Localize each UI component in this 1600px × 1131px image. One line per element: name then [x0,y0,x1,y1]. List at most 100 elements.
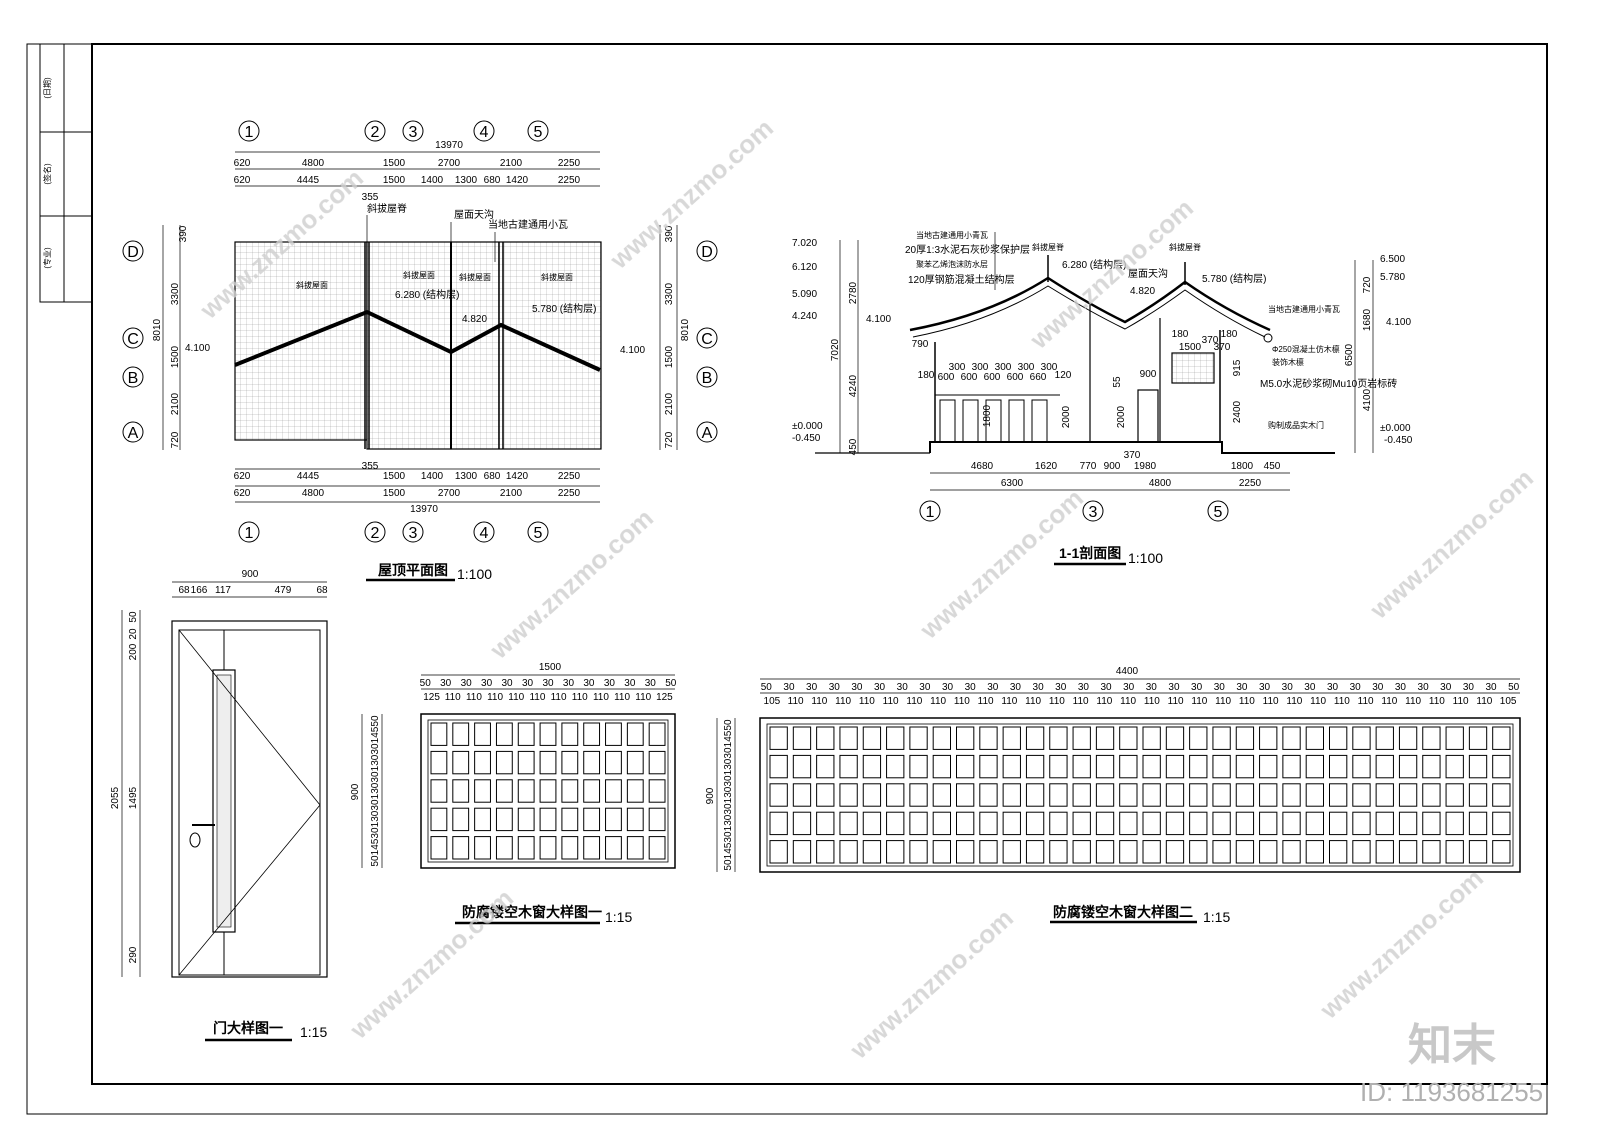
window-side-dim: 30 [723,775,734,787]
window-pane [839,726,858,750]
section-layer-notes: 当地古建通用小青瓦 20厚1:3水泥石灰砂浆保护层 聚苯乙烯泡沫防水层 120厚… [905,230,1030,290]
window-pane [979,811,998,836]
window-side-dim: 30 [723,831,734,843]
inner-frame [91,43,1548,1085]
roof-elev-label: 4.820 [462,314,487,325]
section-levels-left: 7.020 6.120 5.090 4.240 4.100 ±0.000 -0.… [792,238,891,444]
window-side-dim: 145 [723,842,734,859]
window-top-dim: 110 [593,692,609,703]
svg-text:68: 68 [178,585,190,596]
window-top-dim: 110 [1334,696,1350,707]
watermark-id: ID: 1193681255 [1360,1077,1543,1107]
window-pane [1072,783,1091,807]
window-side-dim: 130 [723,786,734,803]
svg-text:720: 720 [664,431,675,448]
window-pane [816,726,835,750]
svg-text:8010: 8010 [680,318,691,341]
roof-side-dims-left: 390 3300 1500 2100 720 8010 [152,225,189,448]
window-side-dim: 50 [370,715,381,727]
svg-text:370: 370 [1124,450,1141,461]
window-top-dim: 30 [1146,682,1158,693]
svg-text:1800: 1800 [1231,461,1254,472]
window-pane [539,779,557,803]
roof-axis-bottom: 1 2 3 4 5 [238,521,549,543]
svg-text:A: A [702,425,713,442]
window-top-dim: 30 [481,678,493,689]
svg-text:5.090: 5.090 [792,289,817,300]
svg-text:B: B [702,370,713,387]
window-top-dim: 30 [563,678,575,689]
svg-text:4445: 4445 [297,471,320,482]
window-pane [648,722,666,746]
window-top-dim: 110 [788,696,804,707]
window-pane [452,779,470,803]
window-top-dim: 30 [806,682,818,693]
window-pane [1165,783,1185,807]
svg-text:B: B [128,370,139,387]
svg-text:166: 166 [191,585,208,596]
svg-text:2100: 2100 [500,488,523,499]
window-pane [1235,783,1255,807]
window-pane [1212,811,1231,836]
svg-text:180: 180 [1172,329,1189,340]
window-top-dim: 30 [1395,682,1407,693]
section-right-notes: 当地古建通用小青瓦 Φ250混凝土仿木檩 装饰木檩 M5.0水泥砂浆砌Mu10页… [1260,304,1397,430]
window-pane [452,750,470,775]
window-pane [1352,783,1371,807]
window-pane [539,807,557,832]
window-top-dim: 110 [1168,696,1184,707]
window-top-dim: 30 [851,682,863,693]
window-side-dim: 130 [370,782,381,799]
window-pane [792,783,812,807]
window-pane [583,722,601,746]
window-pane [1259,783,1278,807]
window-pane [1235,840,1255,864]
window-top-dim: 30 [874,682,886,693]
window-pane [1468,811,1488,836]
svg-text:1980: 1980 [1134,461,1157,472]
window-top-dim: 110 [1358,696,1374,707]
window-top-dim: 30 [604,678,616,689]
window-top-dim: 30 [1033,682,1045,693]
window-top-dim: 30 [461,678,473,689]
window-pane [626,836,644,860]
svg-text:915: 915 [1232,359,1243,376]
roof-elev-label: 6.280 (结构层) [395,288,459,301]
svg-text:4.240: 4.240 [792,311,817,322]
window-pane [1329,811,1348,836]
svg-text:900: 900 [1104,461,1121,472]
window-pane [1282,811,1301,836]
window-pane [1445,811,1464,836]
window-side-dim: 30 [370,827,381,839]
window-pane [839,840,858,864]
window-pane [1445,783,1464,807]
window-side-dim: 130 [723,814,734,831]
svg-text:4800: 4800 [302,158,325,169]
window-pane [1305,811,1324,836]
svg-text:当地古建通用小青瓦: 当地古建通用小青瓦 [916,230,988,240]
window-pane [932,754,951,779]
window-top-dim: 105 [1500,696,1517,707]
window-pane [648,779,666,803]
roof-dim-355-bottom: 355 [362,461,379,472]
svg-text:www.znzmo.com: www.znzmo.com [843,903,1019,1065]
window-pane [1189,726,1208,750]
svg-text:2250: 2250 [1239,478,1262,489]
roof-dims-row2-bottom: 620 4445 1500 1400 1300 680 1420 2250 [234,471,581,482]
roof-slope-label: 斜拔屋面 [541,272,573,282]
window-pane [839,783,858,807]
svg-text:C: C [127,331,139,348]
door-scale: 1:15 [300,1024,327,1040]
window-top-dim: 110 [906,696,922,707]
svg-text:4800: 4800 [302,488,325,499]
section-elev: 4.820 [1130,286,1155,297]
window-pane [517,750,535,775]
window-pane [1329,783,1348,807]
roof-side-dims-right: 390 3300 1500 2100 720 8010 [664,225,691,448]
window-pane [605,750,622,775]
window-pane [1095,783,1115,807]
svg-text:479: 479 [275,585,292,596]
svg-text:-0.450: -0.450 [792,433,821,444]
